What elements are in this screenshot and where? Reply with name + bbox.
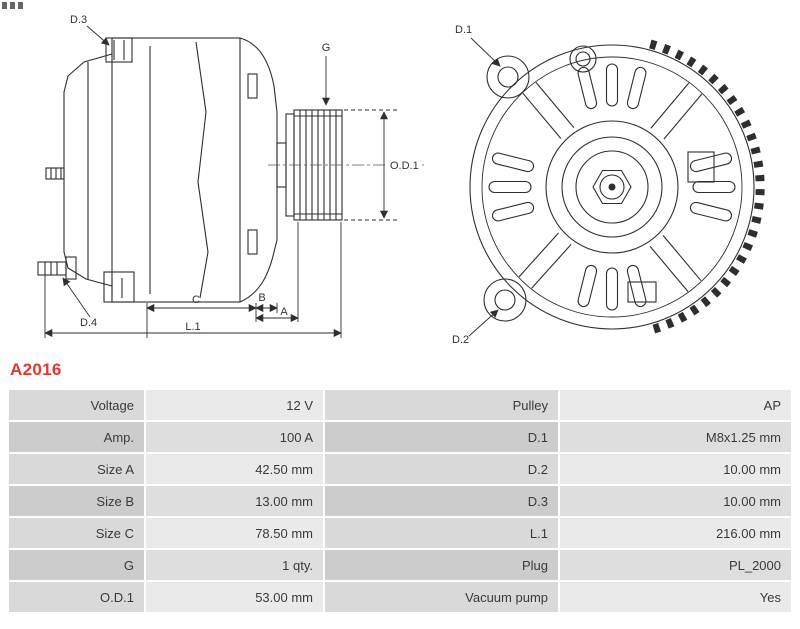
- corner-mark: [2, 2, 24, 9]
- spec-value: M8x1.25 mm: [560, 422, 791, 452]
- label-a: A: [280, 306, 288, 318]
- dimension-labels: D.3 G O.D.1 D.4 C B A L.1 D.1 D.2: [70, 14, 472, 346]
- label-d2: D.2: [452, 334, 469, 346]
- spec-row: Voltage 12 V Pulley AP: [9, 390, 791, 420]
- spec-label: Vacuum pump: [325, 582, 558, 612]
- spec-label: Voltage: [9, 390, 144, 420]
- spec-table: Voltage 12 V Pulley AP Amp. 100 A D.1 M8…: [7, 388, 793, 614]
- spec-row: Size C 78.50 mm L.1 216.00 mm: [9, 518, 791, 548]
- spec-label: D.1: [325, 422, 558, 452]
- label-b: B: [258, 292, 265, 304]
- spec-row: Size A 42.50 mm D.2 10.00 mm: [9, 454, 791, 484]
- spec-label: Amp.: [9, 422, 144, 452]
- spec-value: 13.00 mm: [146, 486, 323, 516]
- spec-row: O.D.1 53.00 mm Vacuum pump Yes: [9, 582, 791, 612]
- spec-row: Amp. 100 A D.1 M8x1.25 mm: [9, 422, 791, 452]
- spec-value: 216.00 mm: [560, 518, 791, 548]
- spec-label: Pulley: [325, 390, 558, 420]
- label-d1: D.1: [455, 24, 472, 36]
- spec-label: D.3: [325, 486, 558, 516]
- spec-value: 1 qty.: [146, 550, 323, 580]
- front-view-drawing: [469, 39, 765, 335]
- spec-row: G 1 qty. Plug PL_2000: [9, 550, 791, 580]
- spec-value: 100 A: [146, 422, 323, 452]
- spec-value: 10.00 mm: [560, 486, 791, 516]
- label-c: C: [192, 294, 200, 306]
- spec-value: Yes: [560, 582, 791, 612]
- spec-label: O.D.1: [9, 582, 144, 612]
- side-view-drawing: [37, 37, 343, 303]
- spec-label: G: [9, 550, 144, 580]
- spec-value: 12 V: [146, 390, 323, 420]
- label-backplate: [386, 157, 422, 172]
- spec-label: Size A: [9, 454, 144, 484]
- label-g: G: [322, 42, 331, 54]
- spec-value: 78.50 mm: [146, 518, 323, 548]
- spec-value: 53.00 mm: [146, 582, 323, 612]
- label-l1: L.1: [185, 321, 200, 333]
- spec-row: Size B 13.00 mm D.3 10.00 mm: [9, 486, 791, 516]
- spec-label: Size B: [9, 486, 144, 516]
- part-number[interactable]: A2016: [10, 360, 62, 379]
- spec-value: 42.50 mm: [146, 454, 323, 484]
- label-od1: O.D.1: [390, 160, 419, 172]
- dimension-lines: [44, 25, 501, 338]
- spec-value: 10.00 mm: [560, 454, 791, 484]
- spec-label: D.2: [325, 454, 558, 484]
- spec-label: Plug: [325, 550, 558, 580]
- label-d4: D.4: [80, 317, 97, 329]
- spec-label: L.1: [325, 518, 558, 548]
- label-d3: D.3: [70, 14, 87, 26]
- spec-value: PL_2000: [560, 550, 791, 580]
- spec-label: Size C: [9, 518, 144, 548]
- spec-value: AP: [560, 390, 791, 420]
- technical-diagram: D.3 G O.D.1 D.4 C B A L.1 D.1 D.2: [37, 14, 765, 346]
